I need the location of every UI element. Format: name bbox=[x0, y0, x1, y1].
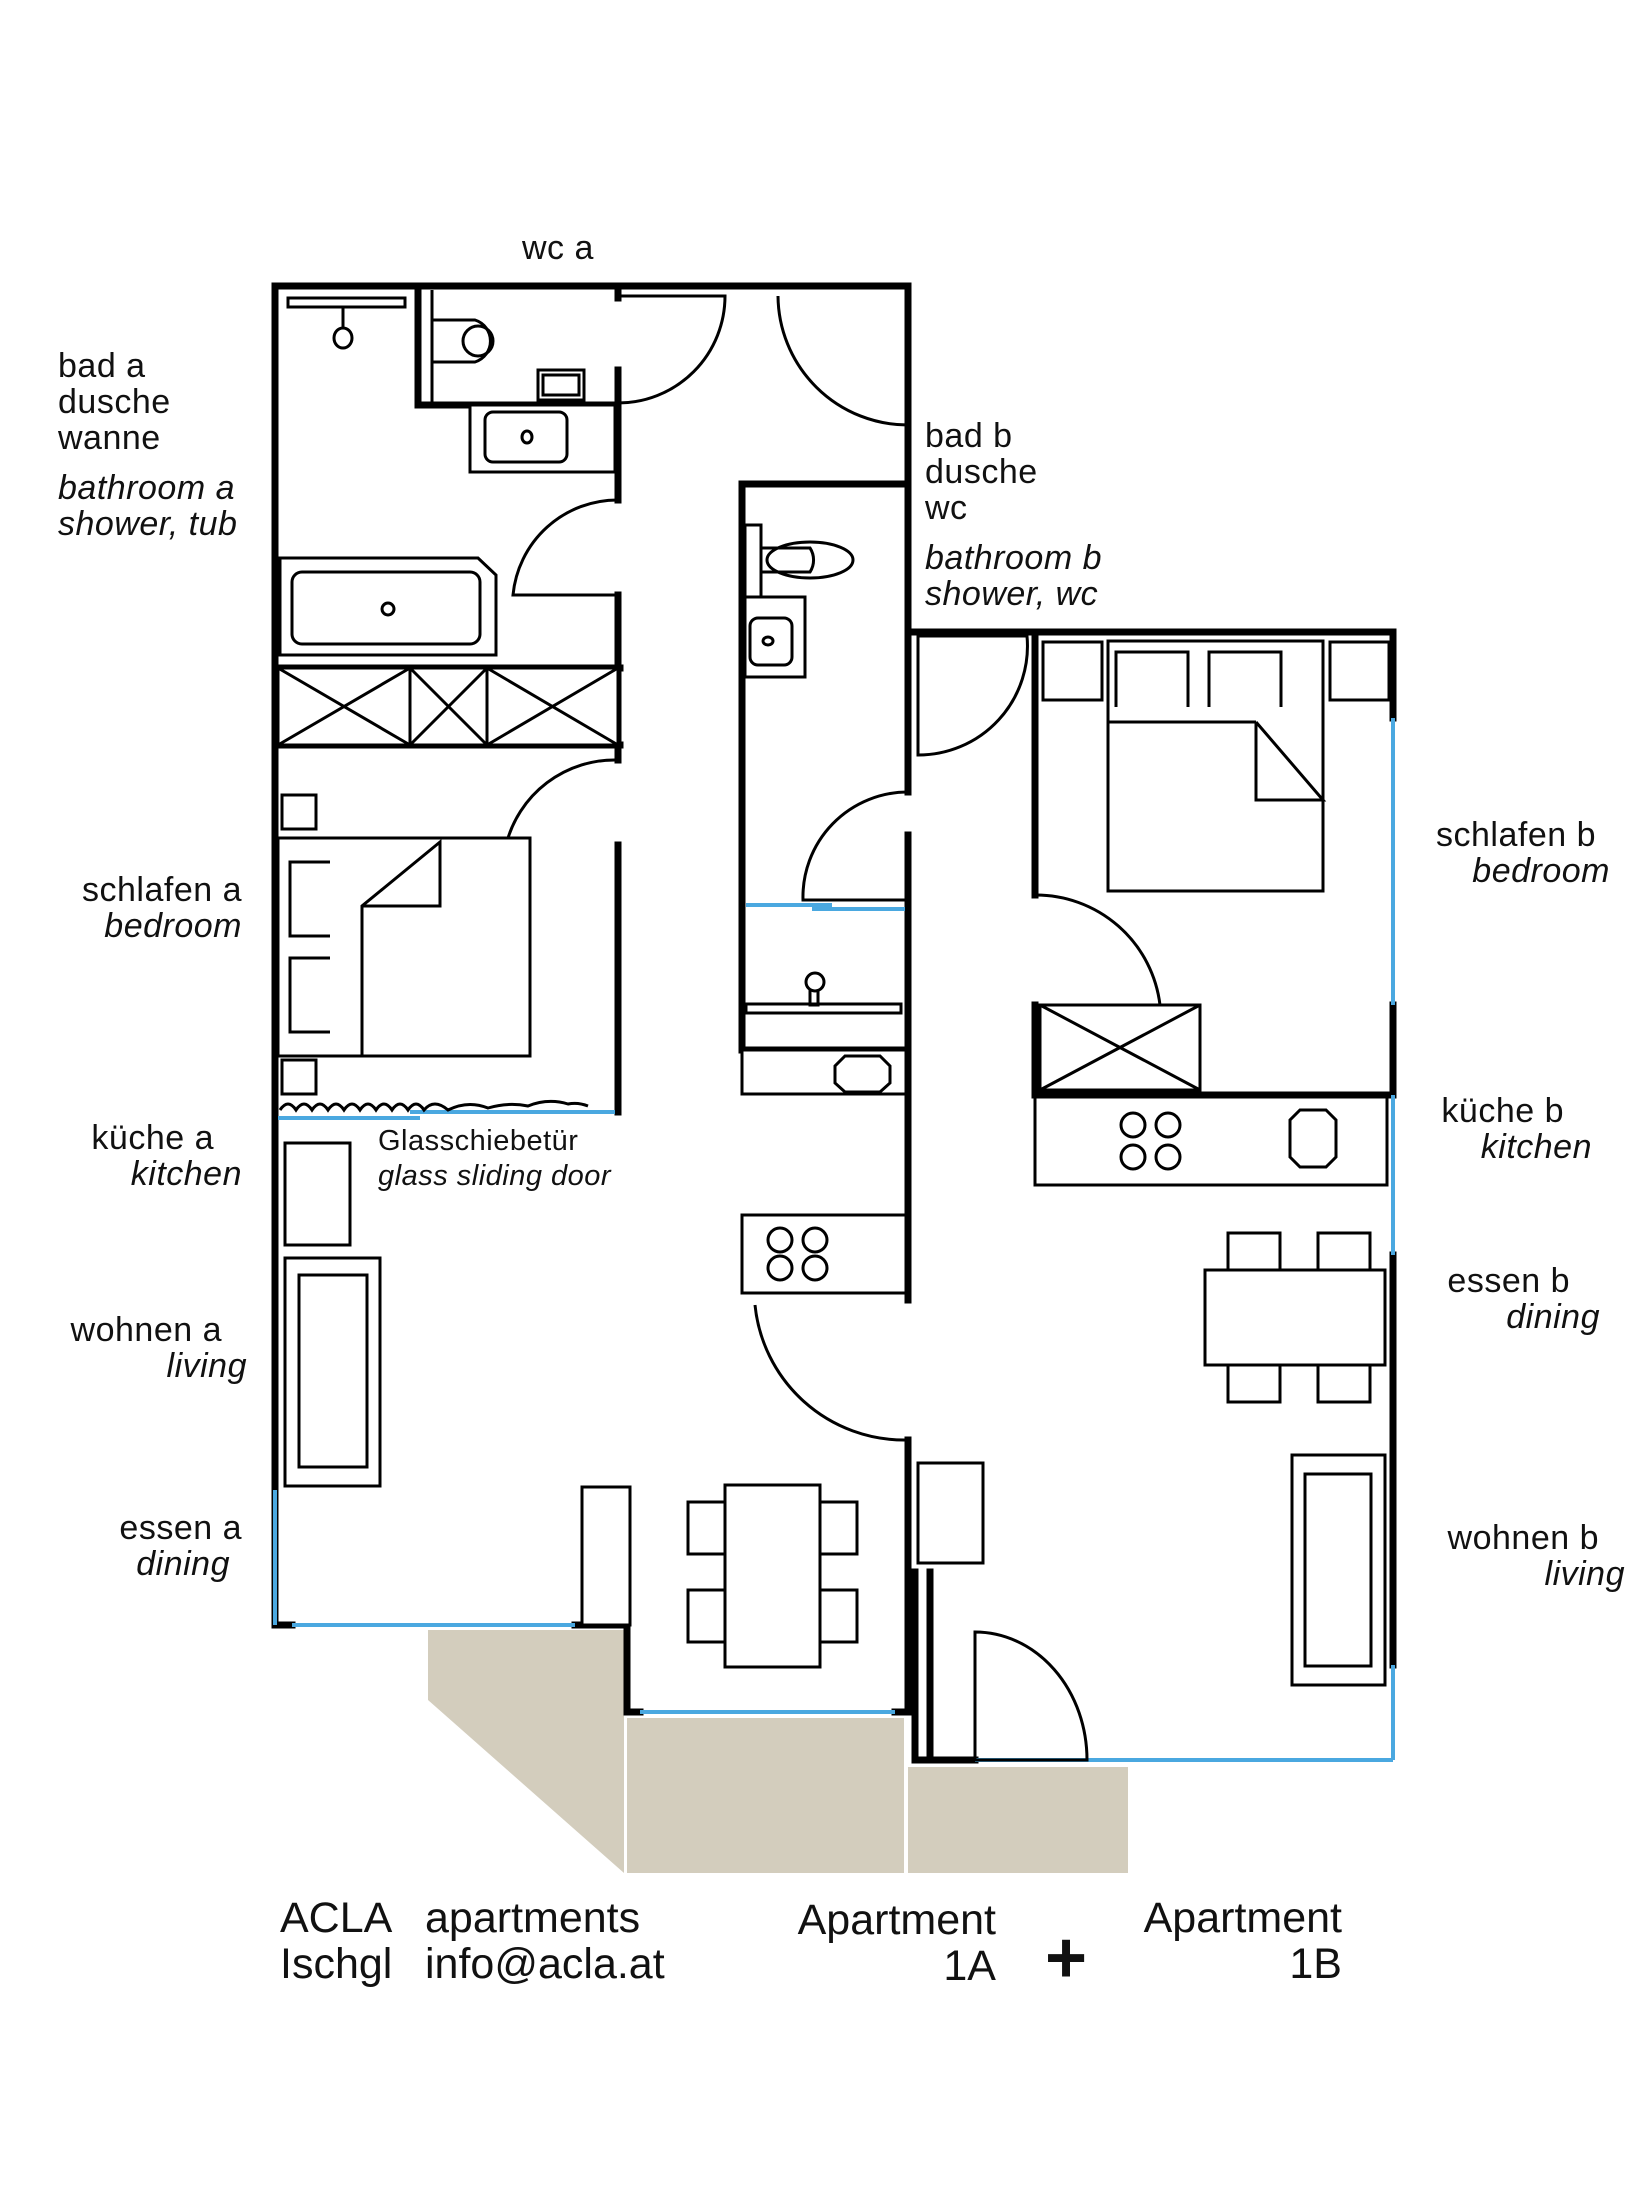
dining-table-a-icon bbox=[723, 1483, 822, 1669]
label-wohnen-b: wohnen b living bbox=[1447, 1519, 1625, 1593]
toilet-b-icon bbox=[759, 546, 815, 574]
double-bed-b-icon bbox=[1106, 639, 1325, 893]
shower-rail bbox=[286, 296, 407, 309]
nightstand bbox=[1041, 640, 1104, 702]
label-schlafen-b: schlafen b bedroom bbox=[1436, 816, 1610, 890]
label-wc-a: wc a bbox=[522, 229, 594, 267]
nightstand bbox=[280, 1058, 318, 1096]
label-essen-a: essen a dining bbox=[119, 1509, 242, 1583]
label-bad-b: bad b dusche wc bathroom b shower, wc bbox=[925, 417, 1102, 613]
stove-a-icon bbox=[740, 1213, 908, 1295]
nightstand bbox=[280, 793, 318, 831]
doors bbox=[504, 294, 1162, 1762]
sink-kitchen-b-icon bbox=[1288, 1108, 1338, 1169]
bathroom-a-fixtures bbox=[278, 290, 617, 657]
shower-head-b-icon bbox=[804, 971, 826, 993]
terrace-a-left bbox=[428, 1630, 624, 1873]
footer-contact: apartments info@acla.at bbox=[425, 1894, 665, 1988]
footer-apartment-1b: Apartment 1B bbox=[1143, 1894, 1342, 1988]
dining-table-b-icon bbox=[1203, 1268, 1387, 1367]
fridge-a bbox=[283, 1141, 352, 1247]
label-glass-sliding-door: Glasschiebetür glass sliding door bbox=[378, 1125, 612, 1192]
apartment-b-walls bbox=[911, 628, 1397, 1764]
shower-head-icon bbox=[332, 326, 354, 350]
apartment-b-furniture bbox=[916, 1095, 1389, 1687]
bedroom-b-furniture bbox=[1038, 639, 1391, 1092]
toilet-a-icon bbox=[430, 318, 492, 364]
label-wohnen-a: wohnen a living bbox=[70, 1311, 247, 1385]
terrace-areas bbox=[428, 1630, 1128, 1873]
label-schlafen-a: schlafen a bedroom bbox=[82, 871, 242, 945]
wardrobe-a bbox=[276, 666, 620, 747]
footer-company: ACLA Ischgl bbox=[280, 1894, 393, 1988]
label-essen-b: essen b dining bbox=[1447, 1262, 1600, 1336]
sideboard-a bbox=[580, 1485, 632, 1627]
footer-apartment-1a: Apartment 1A bbox=[797, 1896, 996, 1990]
cabinet-b bbox=[916, 1461, 985, 1565]
label-kueche-a: küche a kitchen bbox=[91, 1119, 242, 1193]
sink-kitchen-a-icon bbox=[833, 1054, 892, 1094]
double-bed-a-icon bbox=[276, 836, 532, 1058]
email-text: info@acla.at bbox=[425, 1940, 665, 1988]
sofa-a-icon bbox=[283, 1256, 382, 1488]
label-kueche-b: küche b kitchen bbox=[1441, 1092, 1592, 1166]
apartment-a-furniture bbox=[283, 1141, 859, 1669]
plus-icon: + bbox=[1045, 1918, 1088, 1998]
bathroom-b-fixtures bbox=[743, 523, 903, 1015]
terrace-a-right bbox=[627, 1718, 904, 1873]
shower-rail-b bbox=[744, 1002, 903, 1015]
nightstand bbox=[1328, 640, 1391, 702]
kitchen-a-counters bbox=[740, 1048, 908, 1295]
terrace-b bbox=[908, 1767, 1128, 1873]
glass-walls bbox=[273, 718, 1395, 1762]
label-bad-a: bad a dusche wanne bathroom a shower, tu… bbox=[58, 347, 238, 543]
curtain bbox=[278, 1099, 589, 1113]
bedroom-a-furniture bbox=[276, 793, 589, 1113]
